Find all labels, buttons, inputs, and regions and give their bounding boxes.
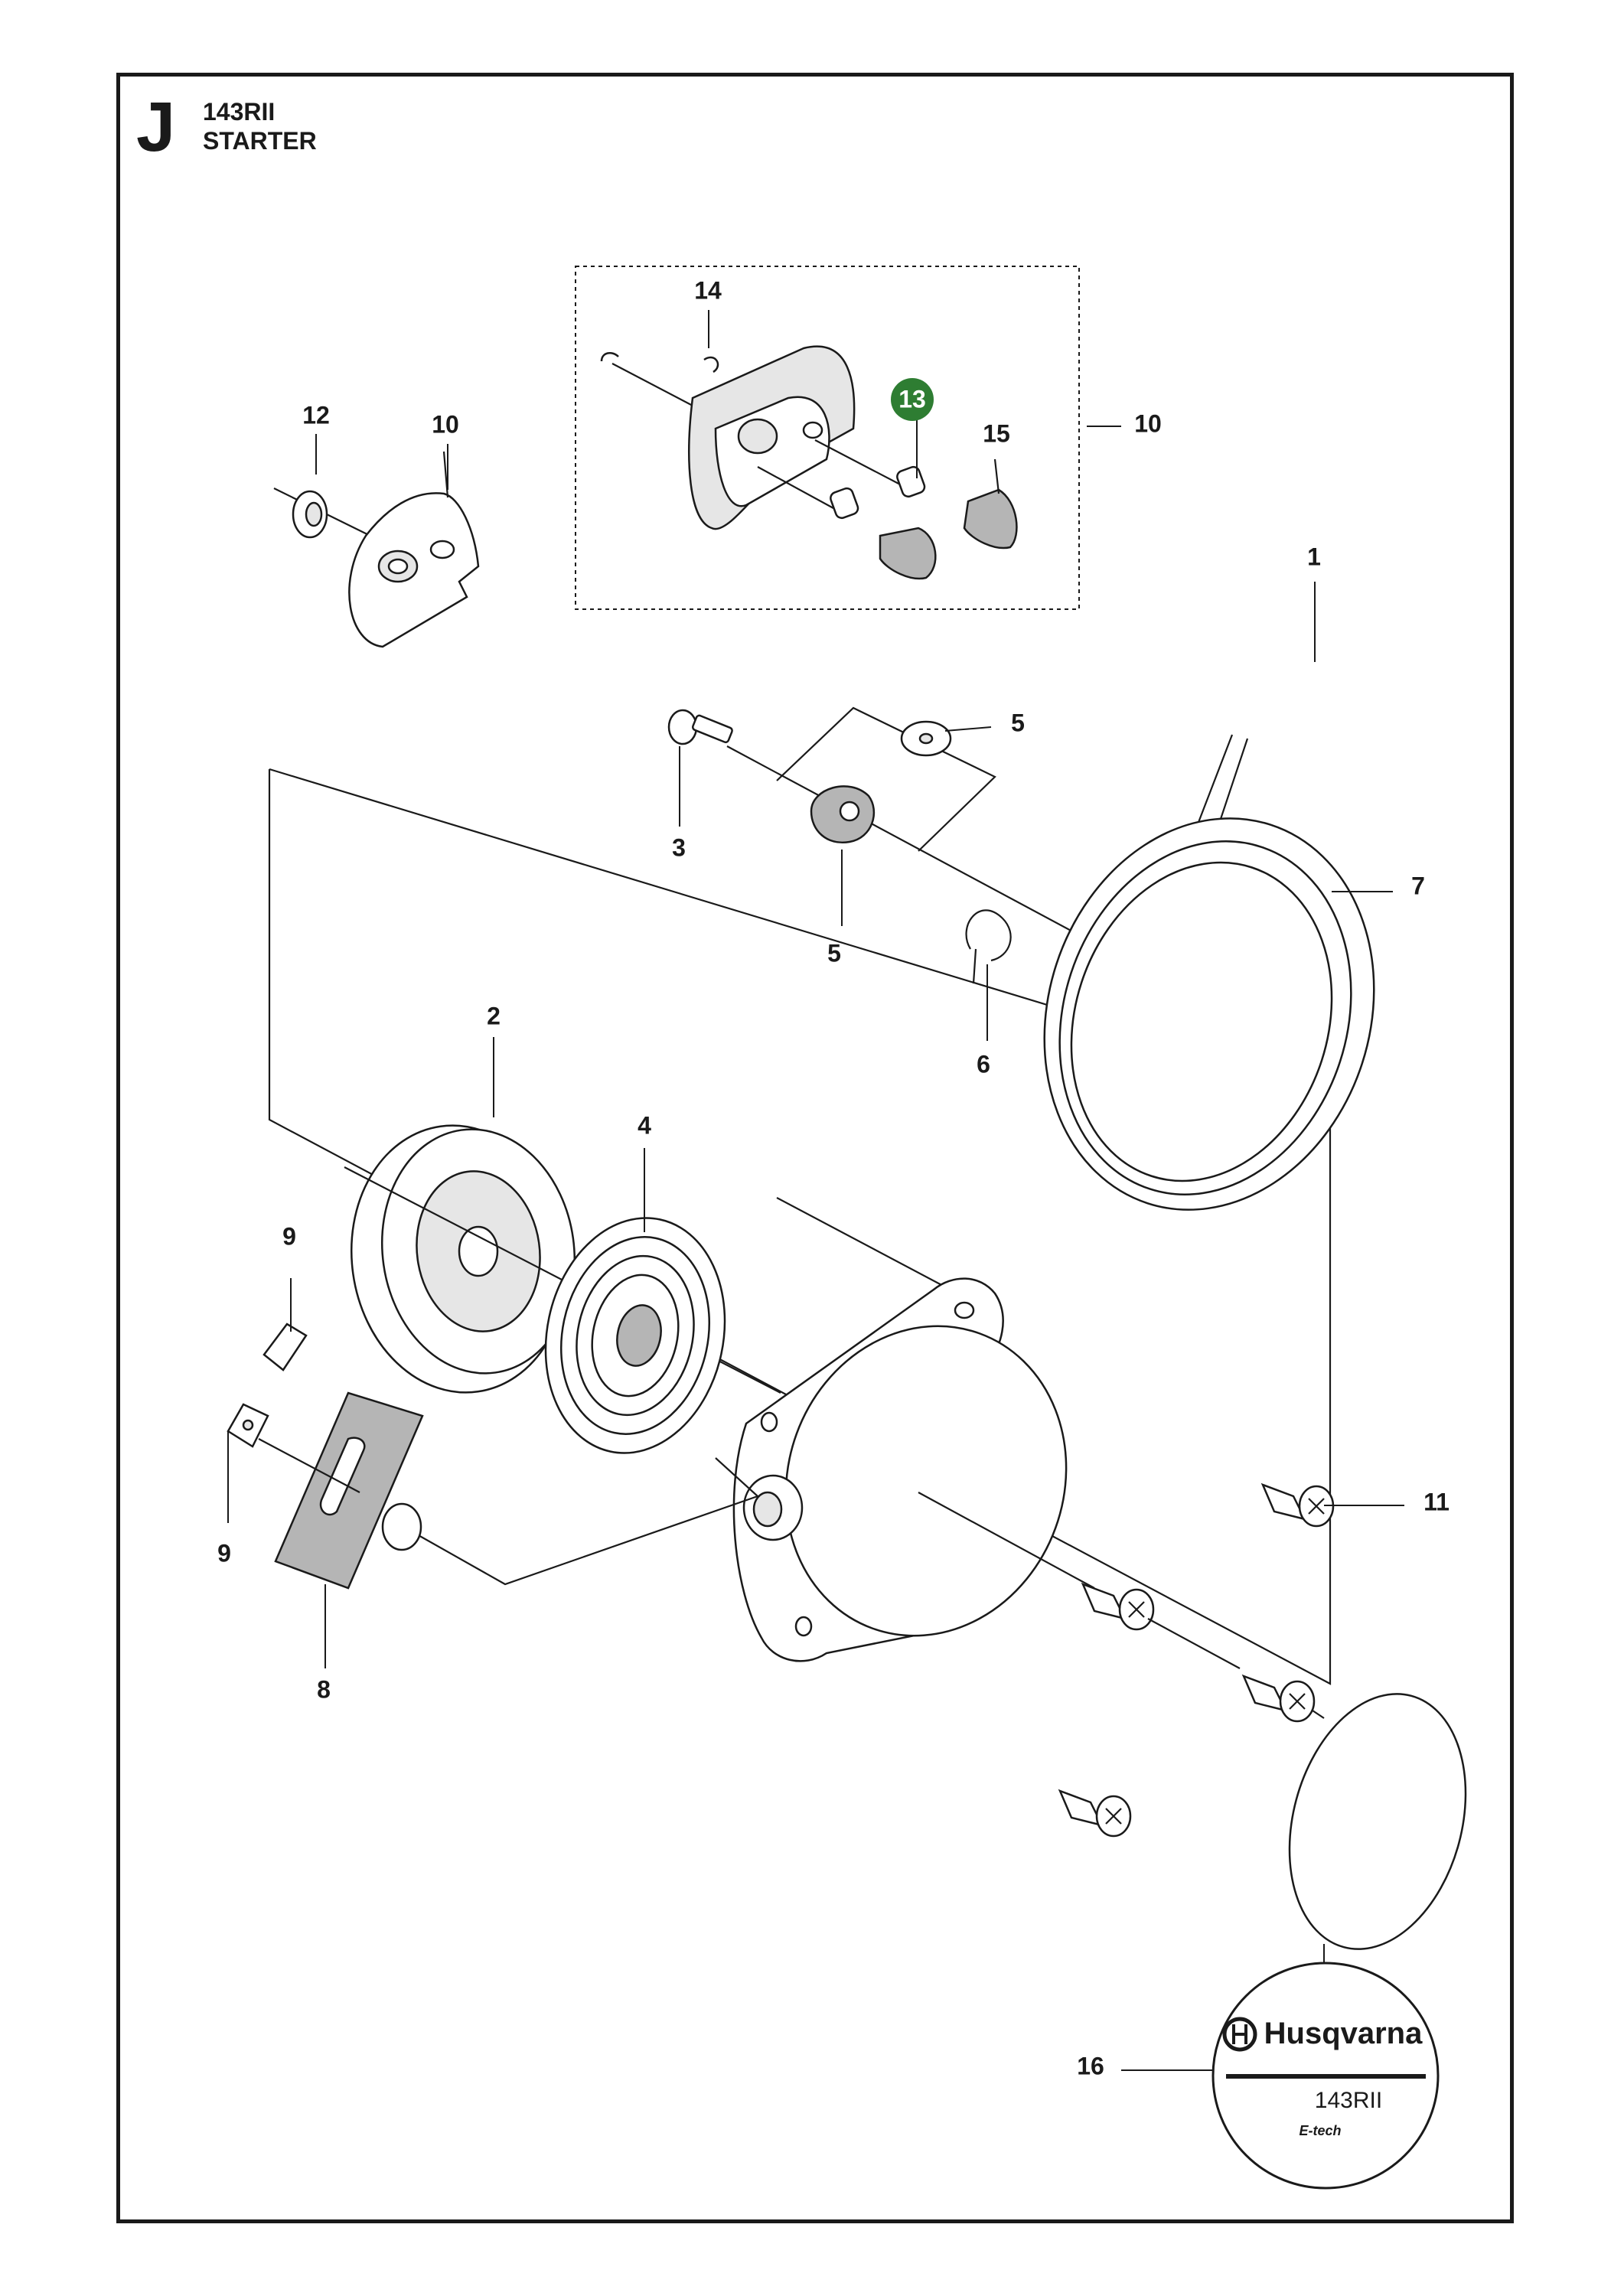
- starter-rope-part[interactable]: [995, 734, 1423, 1253]
- callout-5-top[interactable]: 5: [1011, 709, 1025, 736]
- decal-model: 143RII: [1315, 2088, 1382, 2113]
- callout-10-left[interactable]: 10: [432, 410, 459, 438]
- callout-16[interactable]: 16: [1077, 2052, 1104, 2079]
- callout-2[interactable]: 2: [487, 1002, 501, 1029]
- callout-9-top[interactable]: 9: [282, 1222, 296, 1250]
- page-title: STARTER: [203, 127, 317, 155]
- washer-part[interactable]: [292, 490, 328, 539]
- callout-5-bottom[interactable]: 5: [827, 939, 841, 967]
- drawing-frame: [116, 73, 1514, 2223]
- spring-hook-part[interactable]: [965, 909, 1012, 984]
- callout-7[interactable]: 7: [1411, 872, 1425, 899]
- assembly-outline: [268, 768, 1332, 1685]
- callout-6[interactable]: 6: [977, 1050, 990, 1078]
- callout-13-badge[interactable]: [891, 378, 934, 421]
- callout-14[interactable]: 14: [694, 276, 722, 304]
- cover-disk-part[interactable]: [1263, 1674, 1493, 1968]
- rope-insert-part[interactable]: [263, 1322, 308, 1371]
- starter-housing-part[interactable]: [416, 1277, 1109, 1676]
- callout-13[interactable]: 13: [898, 385, 926, 413]
- callout-10-right[interactable]: 10: [1134, 409, 1162, 437]
- husqvarna-logo-icon: [1222, 2017, 1257, 2052]
- section-letter: J: [136, 88, 176, 166]
- housing-screw-part-3[interactable]: [1241, 1674, 1316, 1723]
- callout-12[interactable]: 12: [302, 401, 330, 429]
- callout-9-bottom[interactable]: 9: [217, 1539, 231, 1567]
- housing-screw-part-4[interactable]: [1058, 1789, 1132, 1838]
- pawl-retainer-part[interactable]: [810, 785, 876, 844]
- model-name: 143RII: [203, 98, 276, 126]
- rope-pulley-part[interactable]: [334, 1111, 781, 1407]
- recoil-spring-part[interactable]: [524, 1201, 745, 1469]
- housing-screw-part[interactable]: [1260, 1482, 1335, 1528]
- decal-tag: E-tech: [1299, 2123, 1341, 2138]
- callout-15[interactable]: 15: [983, 419, 1010, 447]
- axis-line: [776, 1197, 973, 1302]
- starter-pawl-kit[interactable]: [600, 345, 1018, 580]
- callout-8[interactable]: 8: [317, 1675, 331, 1703]
- kit-box: [575, 266, 1080, 610]
- pawl-plate-part[interactable]: [273, 451, 480, 648]
- housing-screw-part-2[interactable]: [1081, 1582, 1241, 1669]
- callout-4[interactable]: 4: [638, 1111, 651, 1139]
- nut-part[interactable]: [227, 1403, 269, 1448]
- callout-1[interactable]: 1: [1307, 543, 1321, 570]
- callout-11[interactable]: 11: [1423, 1488, 1450, 1515]
- decal-brand: Husqvarna: [1264, 2017, 1423, 2050]
- callout-3[interactable]: 3: [672, 833, 686, 861]
- handle-plate-part[interactable]: [258, 1391, 424, 1590]
